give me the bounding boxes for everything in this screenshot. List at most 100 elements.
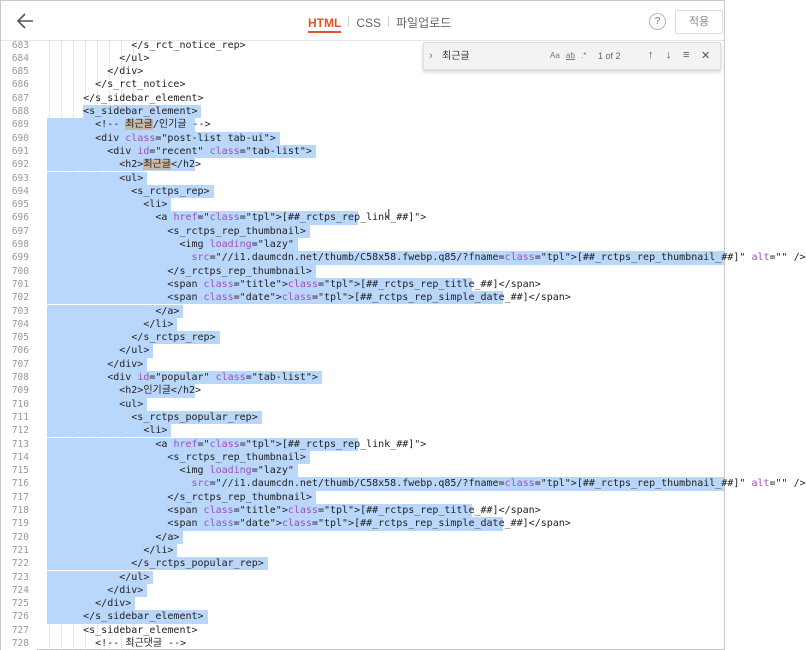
code-text: </div>	[47, 598, 132, 610]
selection-highlight	[47, 131, 280, 145]
find-widget: › 최근글 Aa ab .* 1 of 2 ↑ ↓ ≡ ✕	[423, 42, 721, 70]
code-line[interactable]: 722 </s_rctps_popular_rep>	[1, 557, 724, 571]
code-line[interactable]: 721 </li>	[1, 543, 724, 558]
tab-divider	[388, 15, 390, 27]
code-text: </s_rctps_rep_thumbnail>	[47, 491, 312, 503]
selection-highlight	[47, 543, 178, 558]
code-text: <s_rctps_popular_rep>	[47, 411, 258, 423]
code-line[interactable]: 727 <s_sidebar_element>	[1, 624, 724, 637]
code-line[interactable]: 686 </s_rct_notice>	[1, 78, 724, 91]
arrow-up-icon[interactable]: ↑	[648, 49, 654, 61]
toggle-replace-chevron-icon[interactable]: ›	[429, 50, 433, 62]
selection-highlight	[47, 344, 154, 358]
code-line[interactable]: 725 </div>	[1, 597, 724, 611]
line-number: 715	[11, 465, 29, 477]
code-editor[interactable]: 683 </s_rct_notice_rep>684 </ul>685 </di…	[1, 39, 806, 650]
code-text: <span class="date">class="tpl">[##_rctps…	[47, 518, 571, 530]
code-line[interactable]: 716 src="//i1.daumcdn.net/thumb/C58x58.f…	[1, 477, 806, 491]
line-number: 697	[11, 225, 29, 237]
code-line[interactable]: 697 <s_rctps_rep_thumbnail>	[1, 224, 724, 238]
arrow-down-icon[interactable]: ↓	[666, 49, 672, 61]
code-line[interactable]: 724 </div>	[1, 583, 724, 598]
code-text: <a href="class="tpl">[##_rctps_rep_link_…	[47, 438, 427, 450]
code-line[interactable]: 693 <ul>	[1, 171, 724, 185]
code-line[interactable]: 718 <span class="title">class="tpl">[##_…	[1, 504, 724, 518]
code-line[interactable]: 691 <div id="recent" class="tab-list">	[1, 144, 724, 159]
code-line[interactable]: 726 </s_sidebar_element>	[1, 610, 724, 624]
code-line[interactable]: 705 </s_rctps_rep>	[1, 331, 724, 345]
code-line[interactable]: 717 </s_rctps_rep_thumbnail>	[1, 490, 724, 504]
code-line[interactable]: 689 <!-- 최근글/인기글 -->	[1, 118, 724, 132]
code-line[interactable]: 695 <li>	[1, 198, 724, 212]
line-number: 717	[11, 491, 29, 503]
code-text: <ul>	[47, 172, 144, 184]
selection-highlight	[47, 211, 359, 225]
code-line[interactable]: 712 <li>	[1, 424, 724, 438]
apply-button[interactable]: 적용	[675, 10, 723, 34]
line-number: 712	[11, 425, 29, 437]
code-line[interactable]: 707 </div>	[1, 357, 724, 371]
tab-css[interactable]: CSS	[356, 16, 382, 30]
code-line[interactable]: 715 <img loading="lazy"	[1, 464, 724, 478]
code-line[interactable]: 696 <a href="class="tpl">[##_rctps_rep_l…	[1, 211, 724, 225]
line-number: 693	[11, 172, 29, 184]
code-text: </s_rctps_popular_rep>	[47, 558, 264, 570]
code-line[interactable]: 683 </s_rct_notice_rep>	[1, 39, 724, 52]
code-line[interactable]: 723 </ul>	[1, 570, 724, 584]
code-line[interactable]: 692 <h2>최근글</h2>	[1, 158, 724, 172]
code-line[interactable]: 687 </s_sidebar_element>	[1, 92, 724, 105]
code-line[interactable]: 690 <div class="post-list tab-ui">	[1, 131, 724, 145]
code-line[interactable]: 708 <div id="popular" class="tab-list">	[1, 371, 724, 385]
code-text: <s_sidebar_element>	[47, 106, 198, 117]
list-icon[interactable]: ≡	[683, 49, 690, 61]
whole-word-toggle[interactable]: ab	[566, 51, 575, 60]
code-line[interactable]: 698 <img loading="lazy"	[1, 238, 724, 252]
code-line[interactable]: 720 </a>	[1, 530, 724, 544]
code-line[interactable]: 702 <span class="date">class="tpl">[##_r…	[1, 291, 724, 305]
code-line[interactable]: 700 </s_rctps_rep_thumbnail>	[1, 264, 724, 278]
text-cursor-icon: I	[387, 207, 391, 221]
match-case-toggle[interactable]: Aa	[550, 51, 560, 60]
code-line[interactable]: 688 <s_sidebar_element>	[1, 105, 724, 119]
code-line[interactable]: 713 <a href="class="tpl">[##_rctps_rep_l…	[1, 437, 724, 451]
line-number: 691	[11, 145, 29, 157]
line-number: 683	[11, 39, 29, 51]
code-text: <li>	[47, 199, 168, 211]
code-line[interactable]: 710 <ul>	[1, 397, 724, 411]
tab-file-upload[interactable]: 파일업로드	[396, 16, 452, 30]
code-line[interactable]: 706 </ul>	[1, 344, 724, 358]
code-line[interactable]: 709 <h2>인기글</h2>	[1, 384, 724, 398]
code-line[interactable]: 704 </li>	[1, 317, 724, 332]
code-text: <ul>	[47, 398, 144, 410]
code-line[interactable]: 694 <s_rctps_rep>	[1, 184, 724, 199]
code-line[interactable]: 728 <!-- 최근댓글 -->	[1, 637, 724, 650]
code-text: <div id="popular" class="tab-list">	[47, 372, 318, 383]
line-number: 699	[11, 252, 29, 264]
selection-highlight	[47, 238, 298, 252]
line-number: 694	[11, 185, 29, 197]
code-line[interactable]: 701 <span class="title">class="tpl">[##_…	[1, 277, 724, 292]
line-number: 718	[11, 505, 29, 516]
code-text: <span class="title">class="tpl">[##_rctp…	[47, 278, 541, 290]
code-text: </s_rctps_rep>	[47, 332, 216, 344]
close-icon[interactable]: ✕	[701, 50, 711, 62]
code-line[interactable]: 703 </a>	[1, 304, 724, 318]
code-line[interactable]: 719 <span class="date">class="tpl">[##_r…	[1, 517, 724, 531]
selection-highlight	[47, 224, 310, 238]
help-icon[interactable]: ?	[649, 13, 666, 30]
line-number: 727	[11, 624, 29, 636]
code-line[interactable]: 714 <s_rctps_rep_thumbnail>	[1, 450, 724, 465]
tab-html[interactable]: HTML	[301, 1, 348, 41]
code-line[interactable]: 684 </ul>	[1, 52, 724, 65]
selection-highlight	[47, 464, 298, 478]
selection-highlight	[47, 371, 322, 385]
regex-toggle[interactable]: .*	[581, 51, 587, 60]
code-line[interactable]: 711 <s_rctps_popular_rep>	[1, 410, 724, 425]
selection-highlight	[47, 331, 220, 345]
arrow-left-icon[interactable]	[15, 10, 37, 32]
selection-highlight	[47, 384, 196, 398]
code-line[interactable]: 699 src="//i1.daumcdn.net/thumb/C58x58.f…	[1, 251, 806, 265]
find-input[interactable]: 최근글	[442, 51, 470, 62]
code-line[interactable]: 685 </div>	[1, 65, 724, 78]
